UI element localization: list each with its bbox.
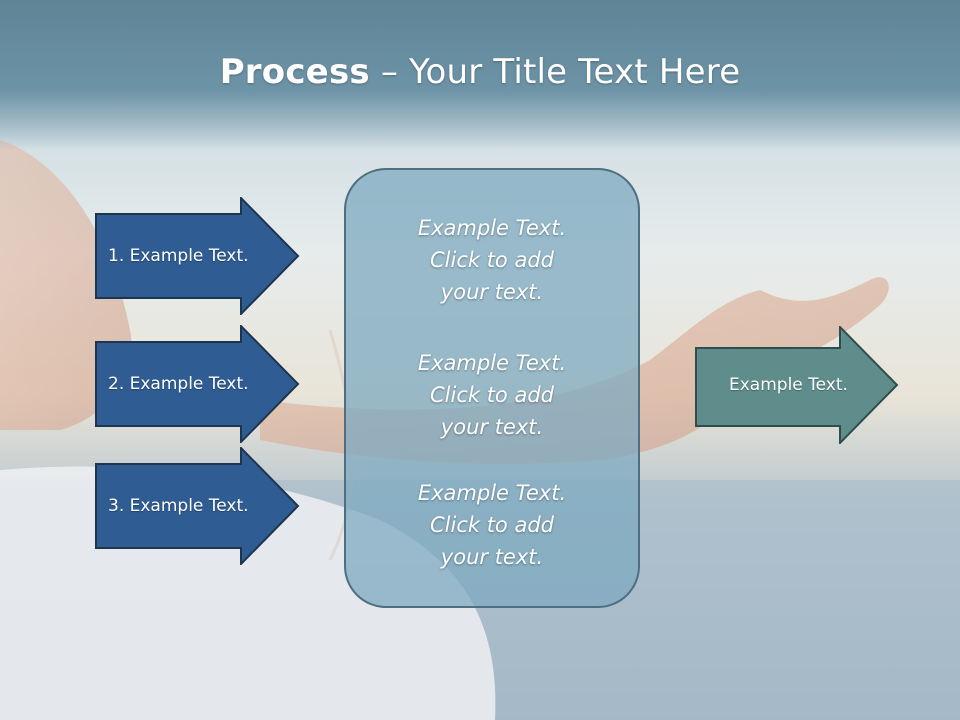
center-text-line: Click to add <box>429 513 554 537</box>
step-label: 1. Example Text. <box>108 246 249 266</box>
step-label: 3. Example Text. <box>108 496 249 516</box>
center-text-line: Example Text. <box>417 216 567 240</box>
arrow-shape <box>95 325 300 443</box>
title-bar <box>0 0 960 150</box>
title-bold: Process <box>219 52 370 92</box>
center-text-line: your text. <box>440 280 544 304</box>
center-text-line: your text. <box>440 545 544 569</box>
output-arrow: Example Text. <box>695 326 900 444</box>
center-text-block-2: Example Text. Click to add your text. <box>344 347 640 443</box>
center-text-block-3: Example Text. Click to add your text. <box>344 477 640 573</box>
step-arrow-1: 1. Example Text. <box>95 197 300 315</box>
center-text-line: Click to add <box>429 383 554 407</box>
arrow-shape <box>695 326 899 444</box>
arrow-shape <box>95 197 300 315</box>
center-text-line: your text. <box>440 415 544 439</box>
center-text-line: Click to add <box>429 248 554 272</box>
center-text-line: Example Text. <box>417 481 567 505</box>
arrow-shape <box>95 447 300 565</box>
title-rest: – Your Title Text Here <box>369 52 741 92</box>
output-label: Example Text. <box>729 375 848 395</box>
center-text-line: Example Text. <box>417 351 567 375</box>
step-arrow-3: 3. Example Text. <box>95 447 300 565</box>
step-label: 2. Example Text. <box>108 374 249 394</box>
page-title: Process – Your Title Text Here <box>0 52 960 92</box>
step-arrow-2: 2. Example Text. <box>95 325 300 443</box>
center-box <box>344 168 640 608</box>
center-text-block-1: Example Text. Click to add your text. <box>344 212 640 308</box>
